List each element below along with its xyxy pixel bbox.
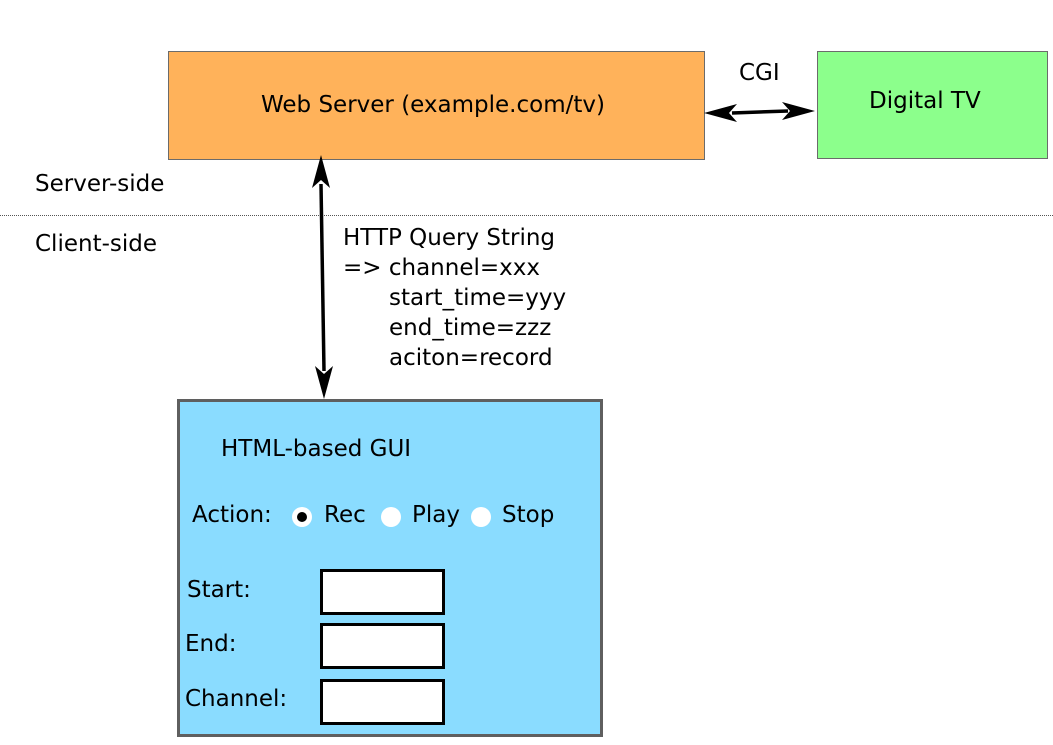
rec-radio[interactable] xyxy=(292,507,312,527)
end-label: End: xyxy=(185,631,237,657)
server-client-divider xyxy=(0,215,1053,216)
http-arrow-head-top xyxy=(312,155,330,188)
digital-tv-box xyxy=(817,51,1048,159)
gui-title: HTML-based GUI xyxy=(221,436,412,462)
start-label: Start: xyxy=(187,577,251,603)
play-radio[interactable] xyxy=(381,507,401,527)
http-arrow-head-bottom xyxy=(315,366,333,399)
web-server-box xyxy=(168,51,705,160)
channel-input[interactable] xyxy=(320,679,445,725)
rec-label: Rec xyxy=(324,502,366,528)
query-line-channel: => channel=xxx xyxy=(343,255,540,281)
cgi-arrow-head-right xyxy=(782,102,815,120)
query-line-start-time: start_time=yyy xyxy=(389,285,567,311)
action-label: Action: xyxy=(192,502,272,528)
stop-label: Stop xyxy=(502,502,555,528)
query-line-end-time: end_time=zzz xyxy=(389,315,552,341)
client-side-label: Client-side xyxy=(35,231,158,257)
cgi-arrow-shaft xyxy=(731,109,789,115)
http-arrow xyxy=(312,155,333,399)
cgi-arrow-head-left xyxy=(704,104,737,122)
query-line-action: aciton=record xyxy=(389,345,553,371)
play-label: Play xyxy=(412,502,460,528)
cgi-label: CGI xyxy=(739,60,780,86)
channel-label: Channel: xyxy=(185,686,288,712)
digital-tv-label: Digital TV xyxy=(869,88,981,114)
cgi-arrow xyxy=(704,102,815,122)
start-input[interactable] xyxy=(320,569,445,615)
end-input[interactable] xyxy=(320,623,445,669)
http-arrow-shaft xyxy=(319,183,326,372)
server-side-label: Server-side xyxy=(35,171,165,197)
stop-radio[interactable] xyxy=(471,507,491,527)
query-title: HTTP Query String xyxy=(343,225,556,251)
web-server-label: Web Server (example.com/tv) xyxy=(261,92,605,118)
